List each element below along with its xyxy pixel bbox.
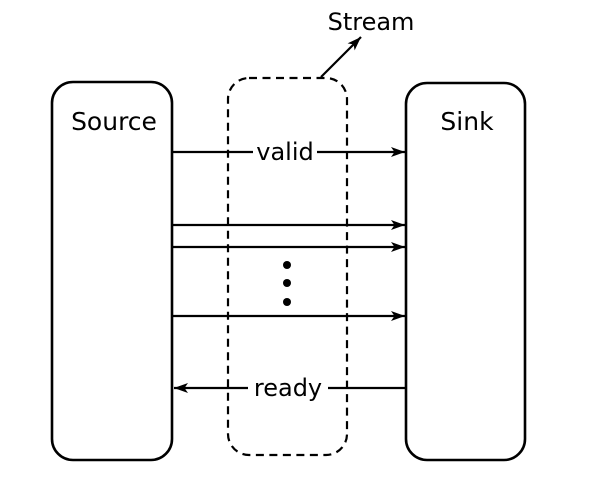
ellipsis-dot	[283, 298, 291, 306]
valid-label: valid	[256, 138, 313, 166]
stream-label: Stream	[328, 8, 415, 36]
ellipsis-dot	[283, 261, 291, 269]
sink-box	[404, 81, 527, 462]
ellipsis-dot	[283, 279, 291, 287]
stream-boundary	[226, 76, 349, 457]
source-box	[50, 80, 174, 462]
source-label: Source	[71, 107, 157, 136]
sink-label: Sink	[440, 107, 494, 136]
vertical-ellipsis	[283, 261, 291, 306]
ready-label: ready	[254, 374, 322, 402]
stream-pointer-arrow	[320, 36, 362, 78]
